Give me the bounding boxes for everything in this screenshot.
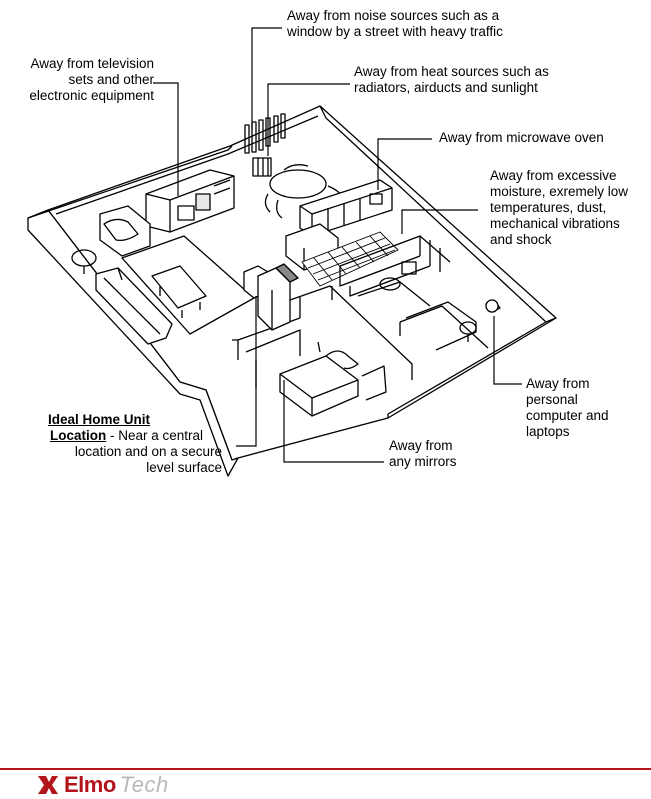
callout-heat-line2: radiators, airducts and sunlight xyxy=(354,80,538,95)
ideal-title-line2: Location xyxy=(50,428,107,443)
callout-television-line3: electronic equipment xyxy=(29,88,154,103)
logo-text-elmo: Elmo xyxy=(64,772,116,797)
logo-mark-icon xyxy=(38,776,58,794)
dining-set xyxy=(264,164,343,219)
ideal-title-line1: Ideal Home Unit xyxy=(48,412,151,427)
callout-moisture-line2: moisture, exremely low xyxy=(490,184,629,199)
bathroom xyxy=(339,235,451,307)
floor-plan-diagram xyxy=(27,27,557,477)
callout-mirrors-line1: Away from xyxy=(389,438,453,453)
ideal-line3: location and on a secure xyxy=(74,444,222,459)
callout-mirrors-line2: any mirrors xyxy=(389,454,457,469)
callout-television-line2: sets and other xyxy=(68,72,154,87)
radiator xyxy=(252,157,272,177)
callout-television: Away from television sets and other elec… xyxy=(8,56,154,104)
callout-computer-line4: laptops xyxy=(526,424,570,439)
callout-moisture: Away from excessive moisture, exremely l… xyxy=(490,168,628,248)
callout-computer: Away from personal computer and laptops xyxy=(526,376,609,440)
callout-microwave-line1: Away from microwave oven xyxy=(439,130,604,145)
callout-moisture-line5: and shock xyxy=(490,232,552,247)
callout-ideal-location: Ideal Home Unit Location - Near a centra… xyxy=(30,412,222,476)
callout-moisture-line3: temperatures, dust, xyxy=(490,200,607,215)
callout-noise-line2: window by a street with heavy traffic xyxy=(287,24,503,39)
armchair xyxy=(71,205,151,274)
ideal-line2-rest: - Near a central xyxy=(106,428,204,443)
callout-computer-line2: personal xyxy=(526,392,578,407)
callout-moisture-line4: mechanical vibrations xyxy=(490,216,620,231)
callout-heat-line1: Away from heat sources such as xyxy=(354,64,549,79)
sofa xyxy=(95,267,173,345)
computer-desk xyxy=(405,299,501,351)
footer-divider xyxy=(0,768,651,770)
tiled-floor xyxy=(301,231,399,287)
callout-microwave: Away from microwave oven xyxy=(439,130,604,146)
callout-moisture-line1: Away from excessive xyxy=(490,168,617,183)
callout-lines xyxy=(153,27,522,463)
callout-television-line1: Away from television xyxy=(30,56,154,71)
callout-computer-line1: Away from xyxy=(526,376,590,391)
tv-cabinet xyxy=(145,169,235,233)
callout-mirrors: Away from any mirrors xyxy=(389,438,457,470)
callout-noise: Away from noise sources such as a window… xyxy=(287,8,503,40)
logo-text-tech: Tech xyxy=(119,772,169,797)
callout-noise-line1: Away from noise sources such as a xyxy=(287,8,500,23)
ideal-line4: level surface xyxy=(146,460,222,475)
callout-heat: Away from heat sources such as radiators… xyxy=(354,64,549,96)
tower-unit xyxy=(243,263,299,331)
bed xyxy=(279,350,387,417)
callout-computer-line3: computer and xyxy=(526,408,609,423)
